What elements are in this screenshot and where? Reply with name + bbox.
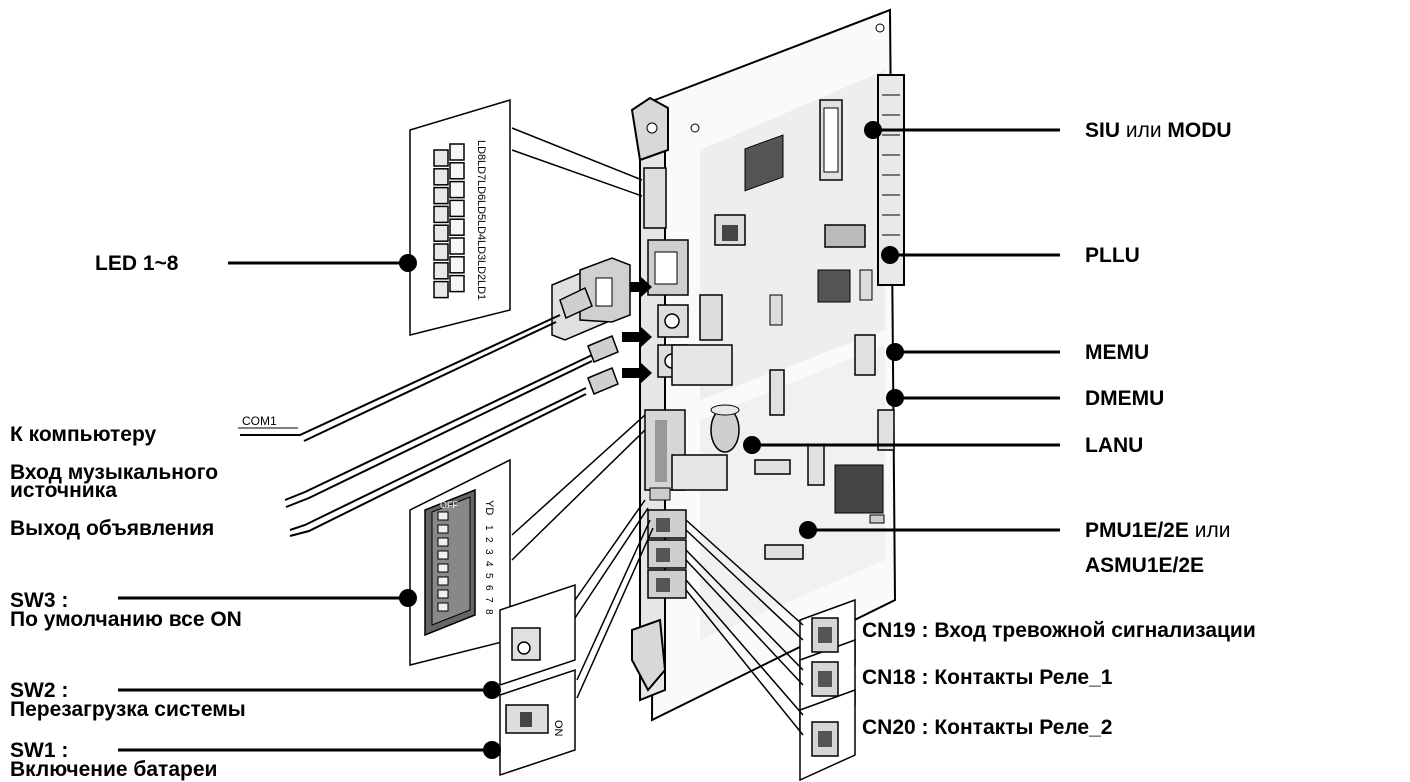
cn19-label: CN19 : Вход тревожной сигнализации — [862, 620, 1256, 642]
sw3-dot — [399, 589, 417, 607]
cn20-label: CN20 : Контакты Реле_2 — [862, 717, 1112, 739]
memu-dot — [886, 343, 904, 361]
led-4 — [434, 206, 448, 222]
dip-lever — [438, 512, 448, 520]
siu-dot — [864, 121, 882, 139]
led-header-label: LD7 — [475, 160, 487, 180]
led-6 — [434, 244, 448, 260]
sw2-label-2: Перезагрузка системы — [10, 699, 246, 721]
dip-number: 4 — [483, 561, 494, 567]
siu-label: SIU или MODU — [1085, 120, 1232, 142]
led-7 — [434, 263, 448, 279]
dmemu-label: DMEMU — [1085, 388, 1164, 410]
music-in-label-2: источника — [10, 481, 117, 501]
dip-off-label: OFF — [440, 500, 458, 510]
led-header-label: LD8 — [475, 140, 487, 160]
pmu-label: PMU1E/2E или — [1085, 520, 1230, 542]
dip-number: 5 — [483, 573, 494, 579]
dip-number: 8 — [483, 609, 494, 615]
sw2-dot — [483, 681, 501, 699]
sw1-dot — [483, 741, 501, 759]
pmu-dot — [799, 521, 817, 539]
dip-number: 2 — [483, 537, 494, 543]
dip-number: 3 — [483, 549, 494, 555]
dip-number: 6 — [483, 585, 494, 591]
led-1 — [434, 150, 448, 166]
com1-label: COM1 — [242, 414, 277, 428]
led-3 — [434, 188, 448, 204]
led-8 — [434, 282, 448, 298]
led-5 — [434, 225, 448, 241]
led-inset — [410, 100, 510, 335]
sw3-label-2: По умолчанию все ON — [10, 609, 242, 631]
led-header-label: LD3 — [475, 240, 487, 260]
lanu-label: LANU — [1085, 435, 1143, 457]
dip-lever — [438, 538, 448, 546]
led-2 — [434, 169, 448, 185]
dip-number: 1 — [483, 525, 494, 531]
dip-lever — [438, 603, 448, 611]
pllu-dot — [881, 246, 899, 264]
dip-lever — [438, 564, 448, 572]
sw1-on-mark: ON — [552, 720, 564, 737]
memu-label: MEMU — [1085, 342, 1149, 364]
dip-lever — [438, 525, 448, 533]
announce-out-label: Выход объявления — [10, 518, 214, 540]
dip-lever — [438, 551, 448, 559]
dip-header-label: YD — [483, 500, 495, 515]
led-header-label: LD1 — [475, 280, 487, 300]
lanu-dot — [743, 436, 761, 454]
asmu-label: ASMU1E/2E — [1085, 555, 1204, 577]
dmemu-dot — [886, 389, 904, 407]
cn18-label: CN18 : Контакты Реле_1 — [862, 667, 1112, 689]
led-header-label: LD4 — [475, 220, 487, 240]
led-header-label: LD6 — [475, 180, 487, 200]
led-header-label: LD5 — [475, 200, 487, 220]
led-dot — [399, 254, 417, 272]
sw1-label-2: Включение батареи — [10, 759, 217, 781]
dip-lever — [438, 590, 448, 598]
led-header-label: LD2 — [475, 260, 487, 280]
led-label: LED 1~8 — [95, 253, 178, 275]
pllu-label: PLLU — [1085, 245, 1140, 267]
computer-label: К компьютеру — [10, 424, 156, 446]
dip-lever — [438, 577, 448, 585]
dip-number: 7 — [483, 597, 494, 603]
